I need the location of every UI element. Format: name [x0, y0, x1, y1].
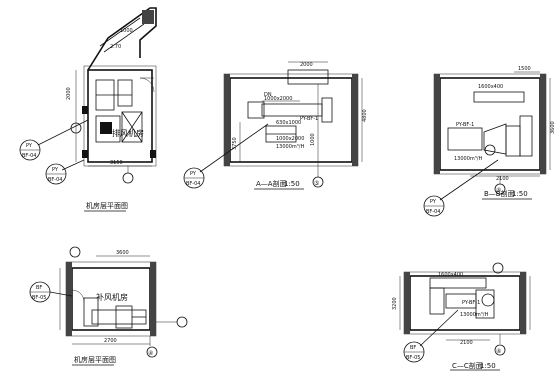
note-text: 1000x2000 — [264, 96, 292, 102]
callout-sheet: BF-04 — [22, 153, 36, 159]
axis-bubble — [494, 344, 506, 356]
shaft-hatch — [142, 10, 154, 24]
note-text: PY-BF-1 — [456, 122, 474, 128]
dim-text: 2700 — [104, 338, 117, 344]
note-text: 1600x400 — [478, 84, 503, 90]
note-text: 1000x2000 — [276, 136, 304, 142]
view-title: B—B剖面 — [484, 189, 515, 198]
dim-text: 3600 — [550, 121, 556, 134]
callout-sheet: BF-05 — [406, 355, 420, 361]
section-aa-view: 2000 DN 1000x2000 PY-BF-1 630x1000 13000… — [183, 61, 368, 190]
callout-code: PY — [430, 199, 437, 205]
view-title: 机房层平面图 — [86, 201, 128, 210]
axis-bubble — [146, 346, 158, 358]
exhaust-room-outline — [87, 69, 153, 163]
view-title: C—C剖面 — [452, 361, 483, 370]
room-label: 补风机房 — [96, 292, 128, 302]
view-scale: 1:50 — [284, 180, 300, 188]
note-text: 13000m³/H — [454, 156, 482, 162]
dim-text: 2100 — [496, 176, 509, 182]
note-text: PY-BF-1 — [462, 300, 480, 306]
dim-text: 2000 — [66, 87, 72, 100]
axis-bubble — [70, 122, 82, 134]
axis-bubble — [492, 262, 504, 274]
dim-text: 3200 — [392, 297, 398, 310]
callout-sheet: BF-04 — [48, 177, 62, 183]
dim-text: 3600 — [116, 250, 129, 256]
dim-text: 3750 — [232, 137, 238, 150]
axis-label: ④ — [496, 348, 501, 355]
dim-text: 3150 — [110, 160, 123, 166]
section-cc-view: 1600x400 PY-BF-1 13000m³/H 3200 2100 ④ B… — [392, 262, 531, 371]
note-text: 13000m³/H — [460, 312, 488, 318]
view-scale: 1:50 — [480, 362, 496, 370]
note-text: PY-BF-1 — [300, 116, 318, 122]
axis-label: ④ — [148, 350, 153, 357]
plan-view-supply-room: 3600 2700 补风机房 ④ BF BF-05 机房层平面图 — [29, 246, 188, 366]
axis-label: ⑤ — [314, 180, 319, 187]
axis-bubble — [494, 183, 506, 195]
axis-bubble — [176, 316, 188, 328]
view-scale: 1:50 — [512, 190, 528, 198]
axis-bubble — [69, 246, 81, 258]
dim-text: 1500 — [518, 66, 531, 72]
note-text: 13000m³/H — [276, 144, 304, 150]
callout-sheet: BF-04 — [426, 209, 440, 215]
axis-bubble — [122, 172, 134, 184]
room-label: 排风机房 — [112, 128, 144, 138]
svg-text:2.70: 2.70 — [110, 44, 121, 50]
dim-text: 4800 — [362, 109, 368, 122]
dim-text: 1000 — [310, 133, 316, 146]
callout-code: BF — [36, 285, 42, 291]
callout-code: PY — [190, 171, 197, 177]
callout-code: BF — [410, 345, 416, 351]
svg-text:1000: 1000 — [120, 28, 133, 34]
view-title: A—A剖面 — [256, 179, 287, 188]
axis-bubble — [312, 176, 324, 188]
svg-text:DN: DN — [264, 92, 272, 98]
callout-code: PY — [26, 143, 33, 149]
note-text: 630x1000 — [276, 120, 301, 126]
callout-code: PY — [52, 167, 59, 173]
note-text: 1600x400 — [438, 272, 463, 278]
section-bb-view: 1600x400 1500 PY-BF-1 13000m³/H 3600 210… — [423, 66, 556, 217]
callout-sheet: BF-04 — [186, 181, 200, 187]
axis-label: ④ — [496, 187, 501, 194]
view-title: 机房层平面图 — [74, 355, 116, 364]
dim-text: 2100 — [460, 340, 473, 346]
svg-text:2000: 2000 — [300, 62, 313, 68]
callout-sheet: BF-05 — [32, 295, 46, 301]
plan-view-exhaust-room: 1000 2.70 2000 3150 排风机房 — [19, 7, 157, 212]
